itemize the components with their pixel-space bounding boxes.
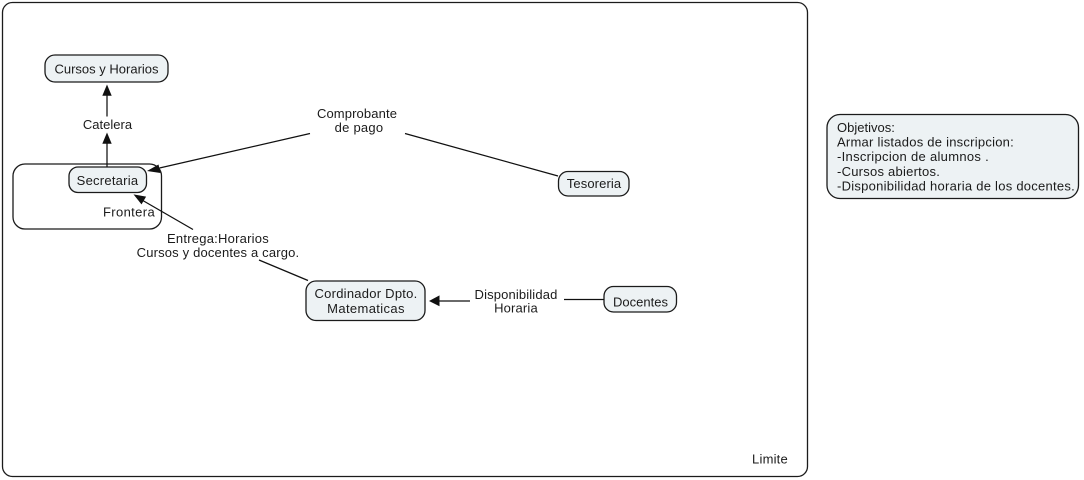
svg-text:Frontera: Frontera (103, 205, 155, 220)
svg-text:Tesoreria: Tesoreria (567, 176, 622, 191)
svg-text:Secretaria: Secretaria (77, 173, 139, 188)
svg-text:Horaria: Horaria (494, 301, 538, 316)
svg-text:-Disponibilidad horaria de los: -Disponibilidad horaria de los docentes. (837, 178, 1075, 193)
svg-text:de pago: de pago (335, 120, 384, 135)
svg-text:Comprobante: Comprobante (317, 106, 397, 121)
svg-text:Armar listados de inscripcion:: Armar listados de inscripcion: (837, 135, 1014, 150)
svg-text:Cursos y Horarios: Cursos y Horarios (54, 62, 159, 77)
svg-text:Limite: Limite (752, 452, 788, 467)
svg-text:Cursos y docentes a cargo.: Cursos y docentes a cargo. (137, 245, 300, 260)
svg-text:Objetivos:: Objetivos: (837, 120, 895, 135)
svg-text:-Inscripcion de alumnos .: -Inscripcion de alumnos . (837, 149, 989, 164)
svg-text:Cordinador Dpto.: Cordinador Dpto. (315, 286, 418, 301)
svg-text:Matematicas: Matematicas (327, 301, 405, 316)
svg-text:Disponibilidad: Disponibilidad (475, 287, 558, 302)
svg-text:-Cursos abiertos.: -Cursos abiertos. (837, 164, 940, 179)
svg-text:Entrega:Horarios: Entrega:Horarios (167, 231, 269, 246)
svg-text:Catelera: Catelera (83, 117, 133, 132)
svg-text:Docentes: Docentes (613, 295, 668, 310)
